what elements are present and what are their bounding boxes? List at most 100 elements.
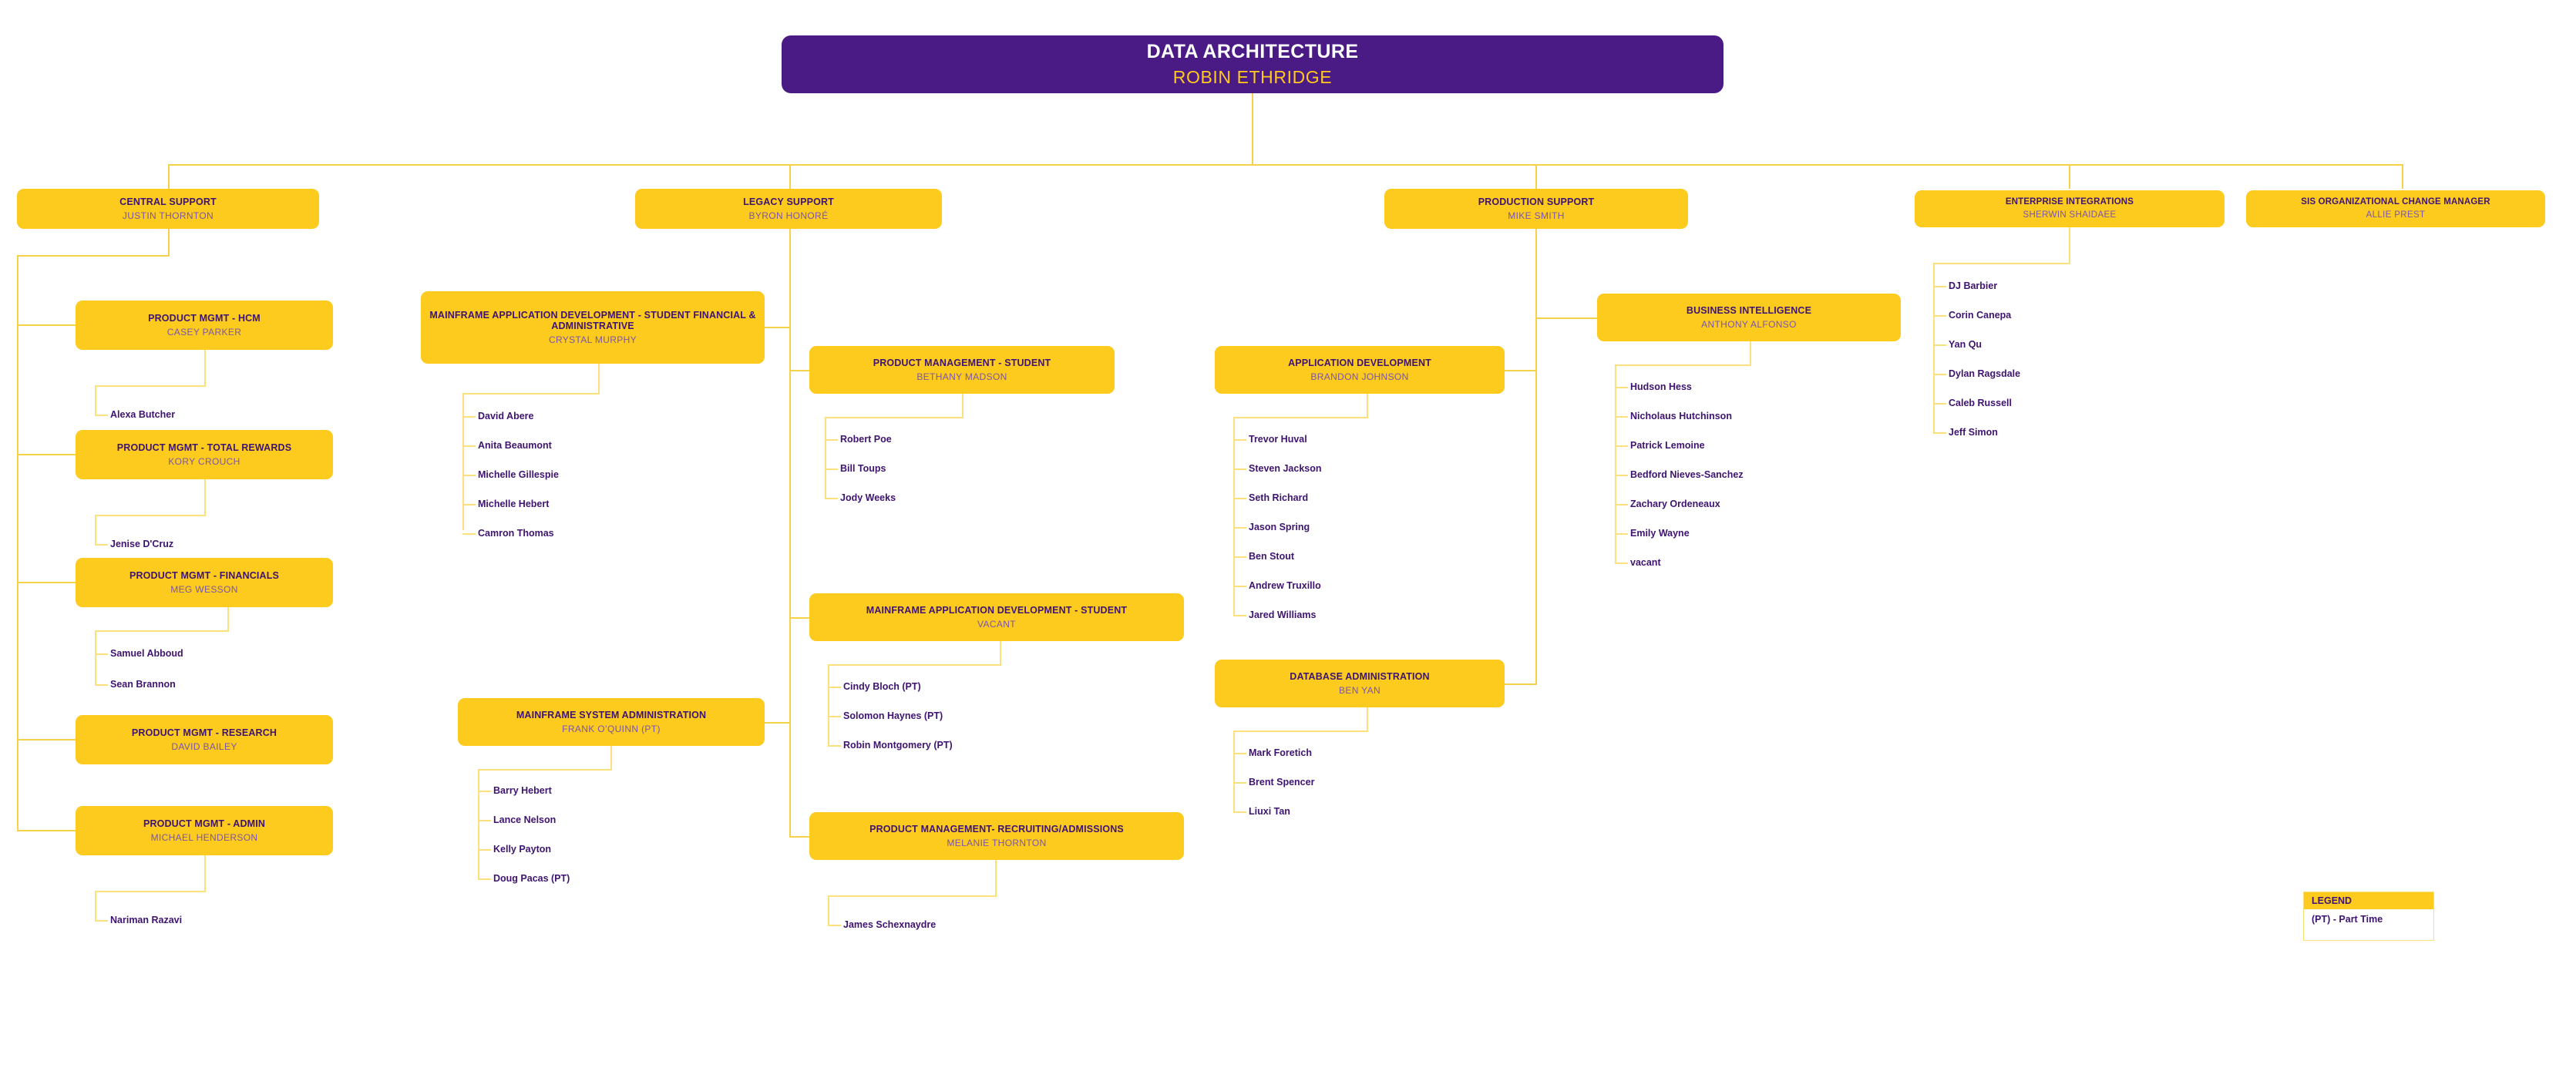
node-title: SIS ORGANIZATIONAL CHANGE MANAGER [2301,196,2490,207]
connector-pm-student-tick-2 [825,498,838,499]
leaf-name[interactable]: Patrick Lemoine [1630,440,1705,451]
leaf-name[interactable]: Trevor Huval [1249,434,1307,445]
leaf-name[interactable]: Ben Stout [1249,551,1295,562]
leaf-name[interactable]: Jenise D'Cruz [110,539,174,549]
node-mainframe-sys-admin[interactable]: MAINFRAME SYSTEM ADMINISTRATION FRANK O’… [458,698,765,746]
node-application-development[interactable]: APPLICATION DEVELOPMENT BRANDON JOHNSON [1215,346,1505,394]
connector-appdev-drop [1367,394,1368,418]
node-title: CENTRAL SUPPORT [119,196,217,208]
node-pm-research[interactable]: PRODUCT MGMT - RESEARCH DAVID BAILEY [76,715,333,764]
leaf-name[interactable]: Jody Weeks [840,492,896,503]
node-title: PRODUCT MGMT - TOTAL REWARDS [116,442,292,454]
leaf-name[interactable]: Hudson Hess [1630,381,1692,392]
leaf-name[interactable]: Camron Thomas [478,528,554,539]
connector-mf-student-drop [1000,641,1001,666]
connector-pm-total-rewards-tick-0 [95,544,108,546]
leaf-name[interactable]: Jeff Simon [1949,427,1998,438]
leaf-name[interactable]: Zachary Ordeneaux [1630,499,1720,509]
leaf-name[interactable]: vacant [1630,557,1661,568]
leaf-name[interactable]: Nicholaus Hutchinson [1630,411,1732,421]
connector-ei-tick-0 [1933,286,1946,287]
leaf-name[interactable]: Corin Canepa [1949,310,2012,321]
node-subtitle: ALLIE PREST [2366,210,2426,220]
node-pm-financials[interactable]: PRODUCT MGMT - FINANCIALS MEG WESSON [76,558,333,607]
connector-bi-tick-4 [1615,504,1628,505]
connector-branch-mainframe-app-dev-student [789,617,809,619]
node-title: PRODUCT MGMT - HCM [148,313,261,324]
leaf-name[interactable]: Yan Qu [1949,339,1982,350]
connector-pm-total-rewards-drop [204,479,206,516]
leaf-name[interactable]: Seth Richard [1249,492,1309,503]
node-pm-total-rewards[interactable]: PRODUCT MGMT - TOTAL REWARDS KORY CROUCH [76,430,333,479]
leaf-name[interactable]: Bill Toups [840,463,886,474]
leaf-name[interactable]: Alexa Butcher [110,409,176,420]
leaf-name[interactable]: Bedford Nieves-Sanchez [1630,469,1744,480]
connector-ei-spine [1933,263,1935,434]
leaf-name[interactable]: Michelle Gillespie [478,469,559,480]
connector-pm-financials-tick-0 [95,653,108,655]
leaf-name[interactable]: Solomon Haynes (PT) [843,710,943,721]
node-enterprise-integrations[interactable]: ENTERPRISE INTEGRATIONS SHERWIN SHAIDAEE [1915,190,2225,227]
leaf-name[interactable]: David Abere [478,411,534,421]
node-mainframe-app-dev-sfa[interactable]: MAINFRAME APPLICATION DEVELOPMENT - STUD… [421,291,765,364]
connector-pm-hcm-drop [204,350,206,387]
node-pm-hcm[interactable]: PRODUCT MGMT - HCM CASEY PARKER [76,301,333,350]
leaf-name[interactable]: Barry Hebert [493,785,552,796]
node-pm-recruiting[interactable]: PRODUCT MANAGEMENT- RECRUITING/ADMISSION… [809,812,1184,860]
connector-mf-sysadmin-tick-3 [478,878,491,880]
connector-bi-tick-5 [1615,533,1628,535]
leaf-name[interactable]: Cindy Bloch (PT) [843,681,921,692]
connector-ei-tick-3 [1933,374,1946,375]
leaf-name[interactable]: Michelle Hebert [478,499,550,509]
connector-pm-admin-spine [95,891,96,922]
node-pm-student[interactable]: PRODUCT MANAGEMENT - STUDENT BETHANY MAD… [809,346,1115,394]
connector-dba-drop [1367,707,1368,732]
leaf-name[interactable]: Mark Foretich [1249,747,1312,758]
leaf-name[interactable]: Robin Montgomery (PT) [843,740,953,751]
leaf-name[interactable]: Nariman Razavi [110,915,183,925]
node-mainframe-app-dev-student[interactable]: MAINFRAME APPLICATION DEVELOPMENT - STUD… [809,593,1184,641]
leaf-name[interactable]: Jason Spring [1249,522,1310,532]
node-pm-admin[interactable]: PRODUCT MGMT - ADMIN MICHAEL HENDERSON [76,806,333,855]
node-subtitle: BYRON HONORÉ [748,210,829,221]
node-business-intelligence[interactable]: BUSINESS INTELLIGENCE ANTHONY ALFONSO [1597,294,1901,341]
node-subtitle: MEG WESSON [170,583,238,595]
leaf-name[interactable]: Lance Nelson [493,814,557,825]
connector-branch-pm-student [789,370,809,371]
connector-bi-tick-1 [1615,416,1628,418]
node-data-architecture[interactable]: DATA ARCHITECTURE ROBIN ETHRIDGE [782,35,1723,93]
leaf-name[interactable]: Caleb Russell [1949,398,2012,408]
leaf-name[interactable]: Brent Spencer [1249,777,1315,788]
connector-production-support-spine [1535,229,1537,685]
leaf-name[interactable]: Kelly Payton [493,844,552,855]
leaf-name[interactable]: Dylan Ragsdale [1949,368,2021,379]
connector-pm-hcm-jog [95,385,206,387]
node-subtitle: MIKE SMITH [1508,210,1565,221]
leaf-name[interactable]: DJ Barbier [1949,280,1998,291]
leaf-name[interactable]: Doug Pacas (PT) [493,873,570,884]
leaf-name[interactable]: Jared Williams [1249,610,1317,620]
leaf-name[interactable]: James Schexnaydre [843,919,937,930]
node-central-support[interactable]: CENTRAL SUPPORT JUSTIN THORNTON [17,189,319,229]
node-legacy-support[interactable]: LEGACY SUPPORT BYRON HONORÉ [635,189,942,229]
connector-central-support-spine [17,255,18,776]
leaf-name[interactable]: Liuxi Tan [1249,806,1290,817]
leaf-name[interactable]: Steven Jackson [1249,463,1322,474]
node-title: PRODUCT MANAGEMENT - STUDENT [873,358,1051,369]
leaf-name[interactable]: Sean Brannon [110,679,176,690]
connector-mf-sfa-jog [462,393,600,395]
connector-bi-tick-3 [1615,475,1628,476]
node-production-support[interactable]: PRODUCTION SUPPORT MIKE SMITH [1384,189,1688,229]
connector-bi-tick-6 [1615,563,1628,564]
leaf-name[interactable]: Andrew Truxillo [1249,580,1321,591]
connector-pm-student-spine [825,417,826,499]
leaf-name[interactable]: Robert Poe [840,434,892,445]
node-sis-change-manager[interactable]: SIS ORGANIZATIONAL CHANGE MANAGER ALLIE … [2246,190,2545,227]
connector-mf-sysadmin-tick-0 [478,791,491,792]
node-title: PRODUCT MANAGEMENT- RECRUITING/ADMISSION… [869,824,1124,835]
leaf-name[interactable]: Samuel Abboud [110,648,183,659]
leaf-name[interactable]: Emily Wayne [1630,528,1690,539]
node-database-administration[interactable]: DATABASE ADMINISTRATION BEN YAN [1215,660,1505,707]
leaf-name[interactable]: Anita Beaumont [478,440,552,451]
